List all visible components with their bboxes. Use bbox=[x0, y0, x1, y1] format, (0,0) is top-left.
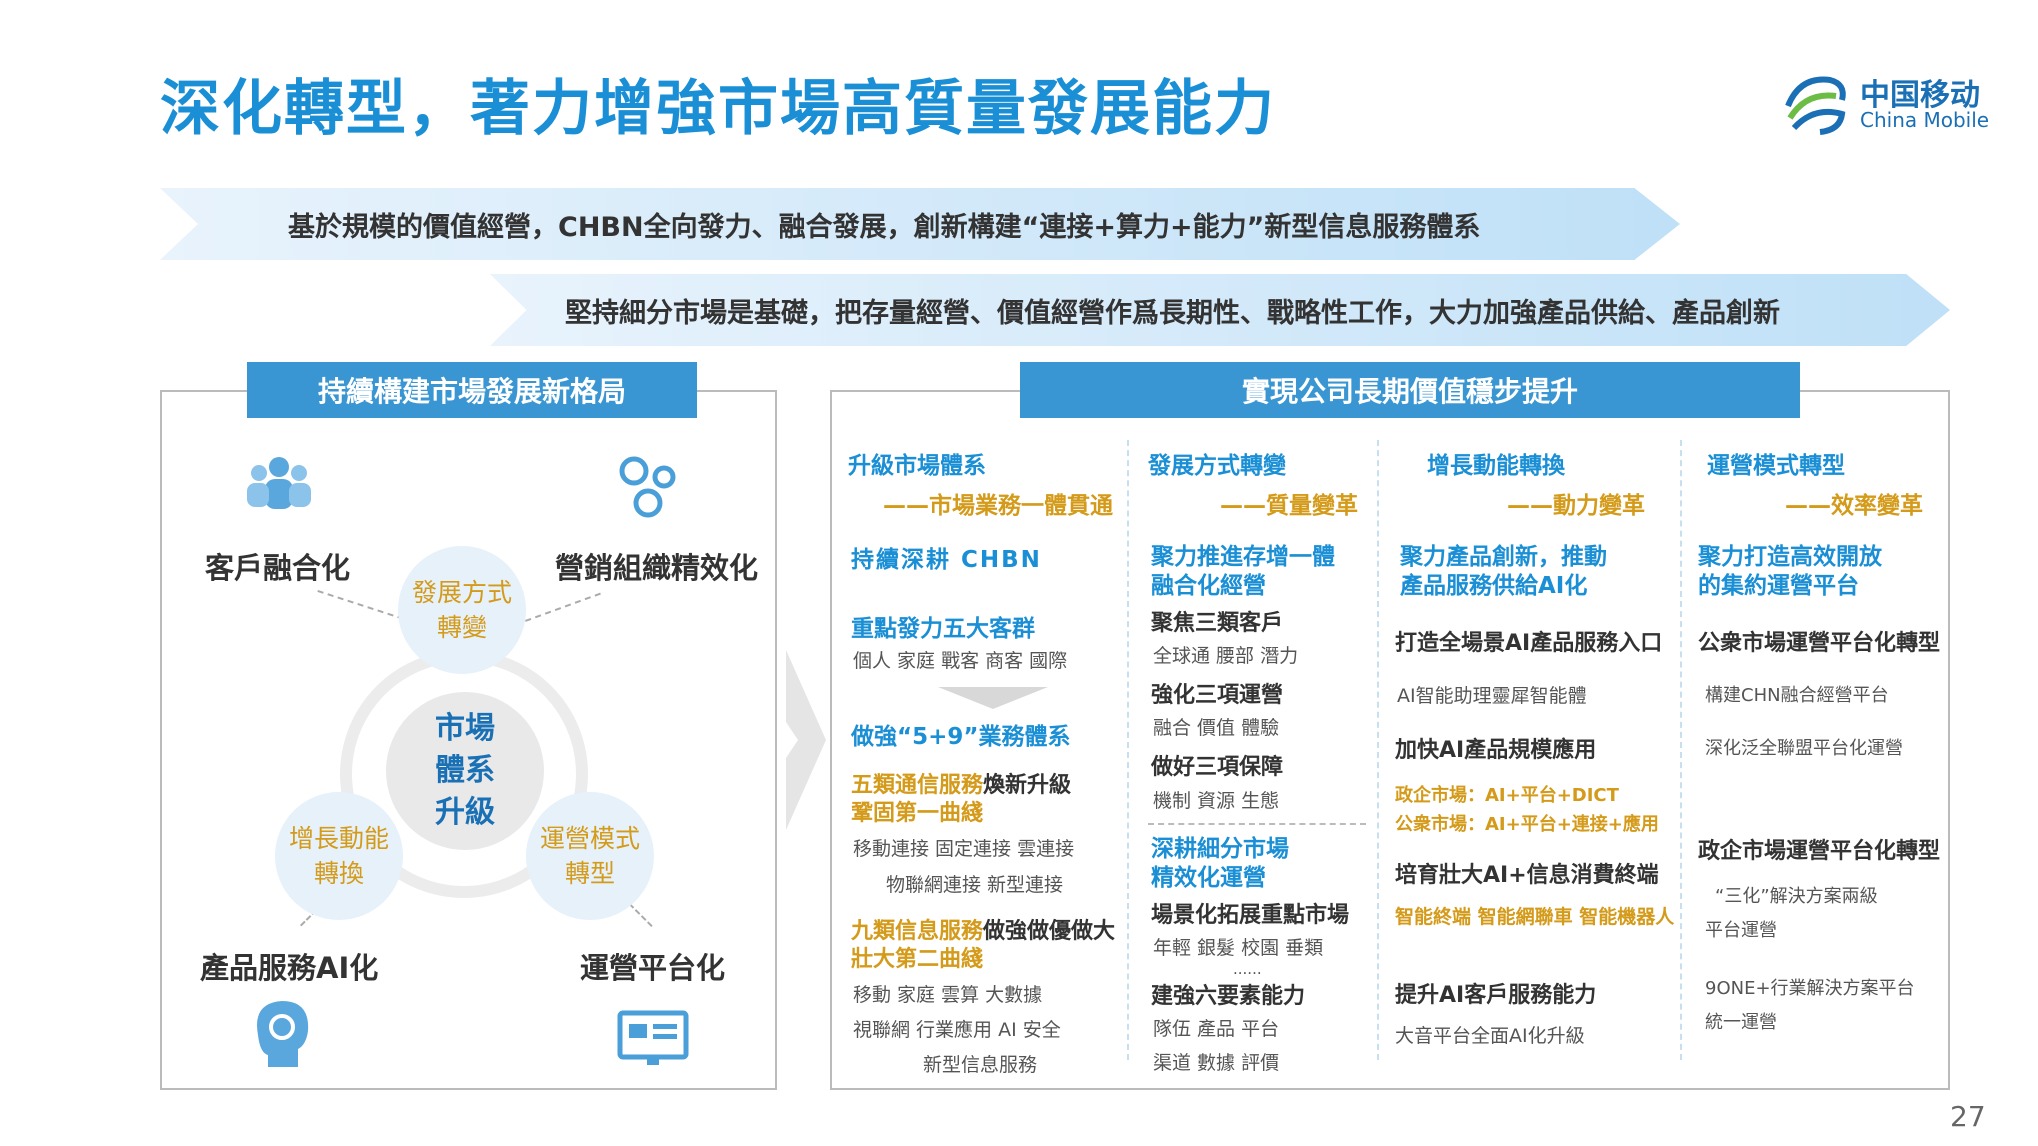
col1-t3: 做強“5+9”業務體系 bbox=[851, 724, 1071, 750]
page-number: 27 bbox=[1950, 1100, 1986, 1133]
left-panel-header: 持續構建市場發展新格局 bbox=[247, 362, 697, 418]
center-circle: 市場 體系 升級 bbox=[386, 692, 544, 850]
col1-t5: 九類信息服務做強做優做大壯大第二曲綫 bbox=[851, 918, 1115, 973]
col1-t1: 持續深耕 CHBN bbox=[851, 547, 1042, 573]
column-growth-engine: 增長動能轉換 ——動力變革 聚力產品創新，推動 產品服務供給AI化 打造全場景A… bbox=[1392, 440, 1677, 1080]
col2-d4: 場景化拓展重點市場 bbox=[1151, 903, 1350, 928]
column-dev-mode: 發展方式轉變 ——質量變革 聚力推進存增一體 融合化經營 聚焦三類客戶 全球通 … bbox=[1148, 440, 1373, 1080]
col3-subtitle: ——動力變革 bbox=[1507, 493, 1645, 519]
col4-t1: 聚力打造高效開放 的集約運營平台 bbox=[1698, 544, 1882, 599]
col1-g4a: 移動連接 固定連接 雲連接 bbox=[853, 838, 1075, 860]
col1-g5a: 移動 家庭 雲算 大數據 bbox=[853, 984, 1043, 1006]
col1-g2: 個人 家庭 戰客 商客 國際 bbox=[853, 650, 1068, 672]
arrow-right-icon bbox=[786, 650, 826, 830]
col2-d2: 強化三項運營 bbox=[1151, 683, 1284, 708]
col2-g3: 機制 資源 生態 bbox=[1153, 790, 1280, 812]
col4-g3b: 平台運營 bbox=[1705, 920, 1777, 941]
col2-g4b: ...... bbox=[1233, 960, 1262, 978]
ai-head-icon bbox=[257, 1001, 309, 1067]
col1-g5b: 視聯網 行業應用 AI 安全 bbox=[853, 1019, 1061, 1041]
col3-t1: 聚力產品創新，推動 產品服務供給AI化 bbox=[1400, 544, 1607, 599]
col4-g4: 9ONE+行業解決方案平台 bbox=[1705, 978, 1915, 999]
col2-g5a: 隊伍 產品 平台 bbox=[1153, 1018, 1280, 1040]
column-divider bbox=[1127, 440, 1129, 1060]
column-divider bbox=[1680, 440, 1682, 1060]
column-market-system: 升級市場體系 ——市場業務一體貫通 持續深耕 CHBN 重點發力五大客群 個人 … bbox=[848, 440, 1123, 1080]
banner-1-text: 基於規模的價值經營，CHBN全向發力、融合發展，創新構建“連接+算力+能力”新型… bbox=[288, 211, 1481, 243]
col2-d5: 建強六要素能力 bbox=[1151, 984, 1306, 1009]
col2-g1: 全球通 腰部 潛力 bbox=[1153, 645, 1299, 667]
col2-subtitle: ——質量變革 bbox=[1220, 493, 1358, 519]
corner-ops-platform: 運營平台化 bbox=[580, 951, 726, 985]
col3-g1: AI智能助理靈犀智能體 bbox=[1397, 685, 1587, 707]
page-title: 深化轉型，著力增強市場高質量發展能力 bbox=[160, 74, 1276, 144]
col1-g5c: 新型信息服務 bbox=[923, 1054, 1038, 1076]
col1-t2: 重點發力五大客群 bbox=[851, 616, 1035, 642]
col4-title: 運營模式轉型 bbox=[1707, 453, 1845, 479]
china-mobile-logo-icon bbox=[1785, 76, 1846, 135]
corner-marketing-org: 營銷組織精效化 bbox=[555, 551, 759, 585]
logo-text-en: China Mobile bbox=[1860, 108, 1990, 132]
col1-title: 升級市場體系 bbox=[848, 453, 986, 479]
col3-title: 增長動能轉換 bbox=[1427, 453, 1565, 479]
col1-t4b: 煥新升級 bbox=[983, 773, 1072, 798]
china-mobile-logo: 中国移动 China Mobile bbox=[1780, 62, 2010, 142]
col3-d1: 打造全場景AI產品服務入口 bbox=[1395, 631, 1663, 656]
corner-customer-fusion: 客戶融合化 bbox=[205, 551, 351, 585]
triangle-icon bbox=[938, 687, 1048, 709]
col2-g2: 融合 價值 體驗 bbox=[1153, 717, 1280, 739]
circle-ops-model: 運營模式 轉型 bbox=[526, 792, 654, 920]
col2-t1: 聚力推進存增一體 融合化經營 bbox=[1151, 544, 1335, 599]
banner-2: 堅持細分市場是基礎，把存量經營、價值經營作爲長期性、戰略性工作，大力加強產品供給… bbox=[490, 274, 1950, 346]
col2-t2: 深耕細分市場 精效化運營 bbox=[1151, 836, 1289, 891]
circle-growth-engine: 增長動能 轉換 bbox=[275, 792, 403, 920]
col4-g1: 構建CHN融合經營平台 bbox=[1705, 685, 1889, 706]
col3-d3: 培育壯大AI+信息消費終端 bbox=[1395, 863, 1659, 888]
right-panel bbox=[830, 390, 1950, 1090]
col4-g2: 深化泛全聯盟平台化運營 bbox=[1705, 738, 1903, 759]
col3-g4: 大音平台全面AI化升級 bbox=[1395, 1025, 1585, 1047]
banner-2-text: 堅持細分市場是基礎，把存量經營、價值經營作爲長期性、戰略性工作，大力加強產品供給… bbox=[565, 297, 1780, 329]
molecule-icon bbox=[619, 456, 676, 518]
col1-t5a: 九類信息服務 bbox=[851, 919, 984, 944]
col3-o2: 公衆市場：AI+平台+連接+應用 bbox=[1395, 814, 1659, 835]
col1-t5b: 做強做優做大 bbox=[983, 919, 1116, 944]
col3-o1: 政企市場：AI+平台+DICT bbox=[1395, 785, 1619, 806]
screen-icon bbox=[617, 1010, 689, 1065]
col3-o3: 智能終端 智能網聯車 智能機器人 bbox=[1395, 906, 1675, 928]
col1-subtitle: ——市場業務一體貫通 bbox=[883, 493, 1113, 519]
col2-d3: 做好三項保障 bbox=[1151, 755, 1284, 780]
col2-d1: 聚焦三類客戶 bbox=[1151, 611, 1284, 636]
col4-subtitle: ——效率變革 bbox=[1785, 493, 1923, 519]
col1-t4c: 鞏固第一曲綫 bbox=[851, 800, 984, 826]
circle-dev-mode: 發展方式 轉變 bbox=[398, 546, 526, 674]
logo-text-cn: 中国移动 bbox=[1860, 78, 1980, 113]
col1-t4: 五類通信服務煥新升級鞏固第一曲綫 bbox=[851, 772, 1071, 827]
col4-g3: “三化”解決方案兩級 bbox=[1715, 886, 1878, 907]
corner-product-ai: 產品服務AI化 bbox=[200, 951, 379, 985]
col2-g4: 年輕 銀髮 校園 垂類 bbox=[1153, 937, 1324, 959]
col1-g4b: 物聯網連接 新型連接 bbox=[886, 874, 1064, 896]
right-panel-header: 實現公司長期價值穩步提升 bbox=[1020, 362, 1800, 418]
col4-g4b: 統一運營 bbox=[1705, 1012, 1777, 1033]
col1-t4a: 五類通信服務 bbox=[851, 773, 984, 798]
col2-title: 發展方式轉變 bbox=[1148, 453, 1286, 479]
col4-d2: 政企市場運營平台化轉型 bbox=[1698, 839, 1941, 864]
people-icon bbox=[247, 457, 311, 509]
col1-t5c: 壯大第二曲綫 bbox=[851, 946, 984, 972]
col2-g5b: 渠道 數據 評價 bbox=[1153, 1052, 1280, 1074]
column-ops-model: 運營模式轉型 ——效率變革 聚力打造高效開放 的集約運營平台 公衆市場運營平台化… bbox=[1695, 440, 1945, 1080]
col3-d4: 提升AI客戶服務能力 bbox=[1395, 983, 1597, 1008]
col3-d2: 加快AI產品規模應用 bbox=[1395, 738, 1597, 763]
col4-d1: 公衆市場運營平台化轉型 bbox=[1698, 631, 1941, 656]
banner-1: 基於規模的價值經營，CHBN全向發力、融合發展，創新構建“連接+算力+能力”新型… bbox=[160, 188, 1680, 260]
col2-divider bbox=[1148, 823, 1366, 825]
column-divider bbox=[1377, 440, 1379, 1060]
